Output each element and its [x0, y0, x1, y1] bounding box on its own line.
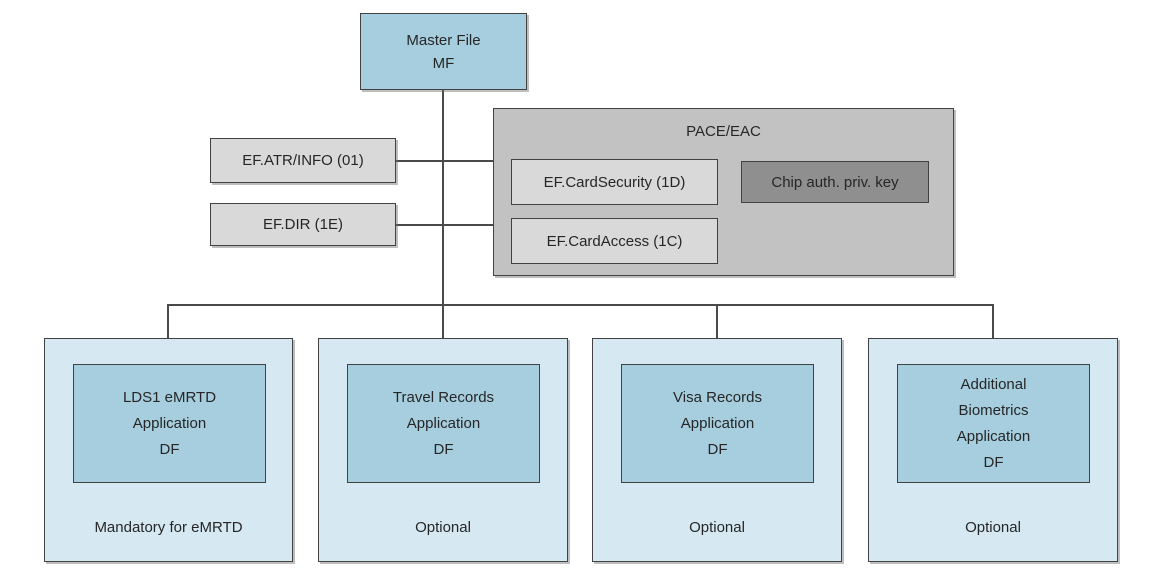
connector-ef-atr-to-trunk	[396, 160, 493, 162]
app-note-travel-records: Optional	[415, 519, 471, 536]
app-note-additional-biometrics: Optional	[965, 519, 1021, 536]
node-ef-dir: EF.DIR (1E)	[210, 203, 396, 246]
app-card-additional-biometrics: Additional Biometrics Application DF Opt…	[868, 338, 1118, 562]
app-label-additional-biometrics: Additional Biometrics Application DF	[897, 364, 1090, 483]
app-card-travel-records: Travel Records Application DF Optional	[318, 338, 568, 562]
node-master-file: Master File MF	[360, 13, 527, 90]
app-label-lds1-emrtd: LDS1 eMRTD Application DF	[73, 364, 266, 483]
node-ef-card-security: EF.CardSecurity (1D)	[511, 159, 718, 205]
app-card-visa-records: Visa Records Application DF Optional	[592, 338, 842, 562]
app-note-visa-records: Optional	[689, 519, 745, 536]
pace-eac-title: PACE/EAC	[686, 123, 761, 140]
group-pace-eac: PACE/EAC EF.CardSecurity (1D) Chip auth.…	[493, 108, 954, 276]
app-label-visa-records: Visa Records Application DF	[621, 364, 814, 483]
connector-distribution-bar	[167, 304, 994, 306]
node-ef-atr-info: EF.ATR/INFO (01)	[210, 138, 396, 183]
app-label-travel-records: Travel Records Application DF	[347, 364, 540, 483]
app-note-lds1-emrtd: Mandatory for eMRTD	[94, 519, 243, 536]
connector-stub-biometrics	[992, 304, 994, 338]
node-ef-card-access: EF.CardAccess (1C)	[511, 218, 718, 264]
connector-stub-visa	[716, 304, 718, 338]
node-chip-auth-priv-key: Chip auth. priv. key	[741, 161, 929, 203]
connector-ef-dir-to-trunk	[396, 224, 493, 226]
connector-stub-lds1	[167, 304, 169, 338]
connector-master-trunk	[442, 90, 444, 338]
app-card-lds1-emrtd: LDS1 eMRTD Application DF Mandatory for …	[44, 338, 293, 562]
